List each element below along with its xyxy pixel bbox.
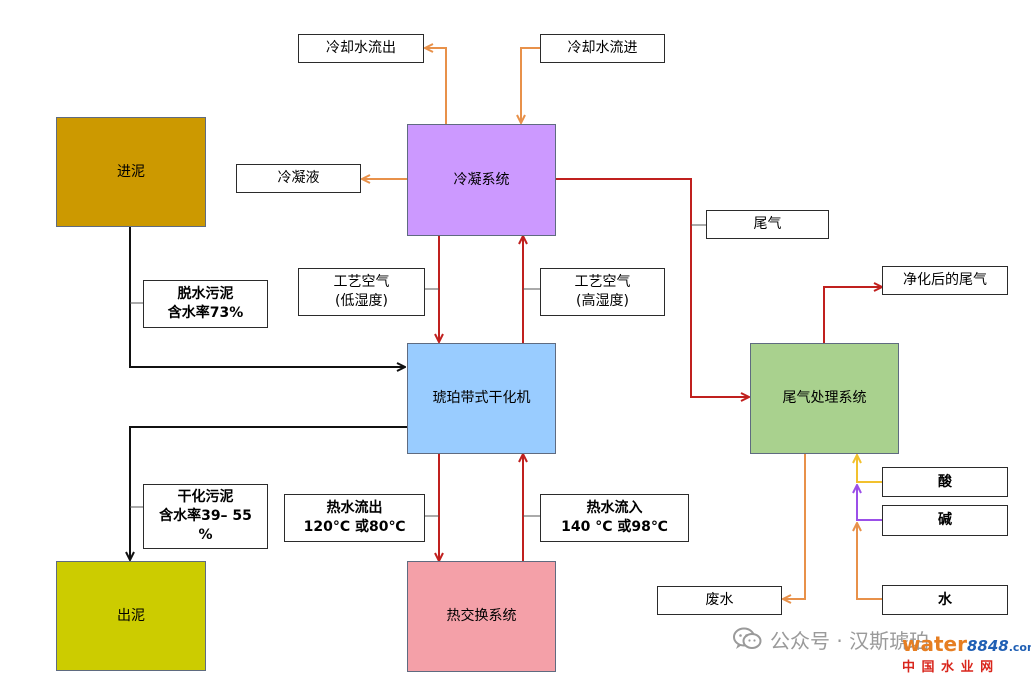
wastewater-box: 废水	[657, 586, 782, 615]
cooling-water-out-box: 冷却水流出	[298, 34, 424, 63]
dried-sludge-box: 干化污泥 含水率39– 55 %	[143, 484, 268, 549]
dryer-node: 琥珀带式干化机	[407, 343, 556, 454]
exhaust-text: 尾气	[753, 216, 782, 232]
brand-logo-domain: .com	[1008, 641, 1031, 654]
condensate-text: 冷凝液	[277, 170, 320, 186]
dewatered-sludge-box: 脱水污泥 含水率73%	[143, 280, 268, 328]
hot-water-out-line2: 120°C 或80℃	[303, 519, 406, 535]
cooling-water-out-line	[425, 48, 447, 124]
acid-box: 酸	[882, 467, 1008, 497]
cooling-water-in-box: 冷却水流进	[540, 34, 665, 63]
sludge-out-label: 出泥	[117, 607, 145, 624]
process-air-high-line1: 工艺空气	[574, 274, 631, 290]
hot-water-out-box: 热水流出 120°C 或80℃	[284, 494, 425, 542]
brand-logo-cn: 中 国 水 业 网	[902, 660, 995, 675]
dewatered-line1: 脱水污泥	[177, 286, 234, 302]
condenser-label: 冷凝系统	[453, 171, 510, 188]
brand-logo-number: 8848	[966, 637, 1009, 655]
hot-water-in-line2: 140 °C 或98℃	[561, 519, 668, 535]
process-air-high-line2: (高湿度)	[576, 293, 629, 309]
purified-exhaust-line	[823, 287, 882, 343]
exhaust-box: 尾气	[706, 210, 829, 239]
wastewater-text: 废水	[705, 592, 734, 608]
water-box: 水	[882, 585, 1008, 615]
condenser-node: 冷凝系统	[407, 124, 556, 236]
acid-text: 酸	[938, 473, 952, 490]
exhaust-line	[555, 178, 749, 397]
alkali-box: 碱	[882, 505, 1008, 536]
process-air-low-box: 工艺空气 (低湿度)	[298, 268, 425, 316]
hot-water-in-box: 热水流入 140 °C 或98℃	[540, 494, 689, 542]
dewatered-line2: 含水率73%	[167, 305, 244, 321]
brand-logo-wordmark: water8848.com	[902, 632, 1031, 659]
cooling-water-in-line	[521, 47, 540, 123]
sludge-in-line	[129, 227, 405, 367]
sludge-out-node: 出泥	[56, 561, 206, 671]
wechat-icon	[733, 627, 762, 649]
sludge-in-label: 进泥	[117, 163, 145, 180]
cooling-water-out-text: 冷却水流出	[326, 40, 396, 56]
process-air-low-line2: (低湿度)	[335, 293, 388, 309]
cooling-water-in-text: 冷却水流进	[567, 40, 638, 56]
wechat-watermark-text: 公众号 · 汉斯琥珀	[770, 628, 930, 653]
dryer-label: 琥珀带式干化机	[432, 390, 531, 406]
sludge-in-node: 进泥	[56, 117, 206, 227]
alkali-line	[857, 485, 882, 521]
wastewater-line	[783, 453, 806, 599]
water-text: 水	[938, 591, 952, 608]
brand-logo-water: water	[902, 632, 967, 656]
dried-line3: %	[198, 527, 213, 543]
exhaust-treatment-label: 尾气处理系统	[782, 390, 867, 406]
purified-exhaust-box: 净化后的尾气	[882, 266, 1008, 295]
hot-water-in-line1: 热水流入	[586, 500, 643, 516]
heat-exchange-node: 热交换系统	[407, 561, 556, 672]
dried-line1: 干化污泥	[177, 489, 234, 505]
alkali-text: 碱	[938, 512, 952, 528]
process-air-low-line1: 工艺空气	[333, 274, 390, 290]
water-line	[857, 523, 882, 600]
heat-exchange-label: 热交换系统	[446, 608, 517, 624]
sludge-out-line	[130, 426, 407, 560]
process-air-high-box: 工艺空气 (高湿度)	[540, 268, 665, 316]
condensate-box: 冷凝液	[236, 164, 361, 193]
brand-logo: water8848.com 中 国 水 业 网	[902, 632, 1031, 679]
wechat-watermark: 公众号 · 汉斯琥珀	[732, 625, 929, 653]
acid-line	[857, 455, 882, 483]
dried-line2: 含水率39– 55	[159, 508, 252, 524]
exhaust-treatment-node: 尾气处理系统	[750, 343, 899, 454]
purified-exhaust-text: 净化后的尾气	[903, 272, 987, 288]
hot-water-out-line1: 热水流出	[326, 500, 383, 516]
